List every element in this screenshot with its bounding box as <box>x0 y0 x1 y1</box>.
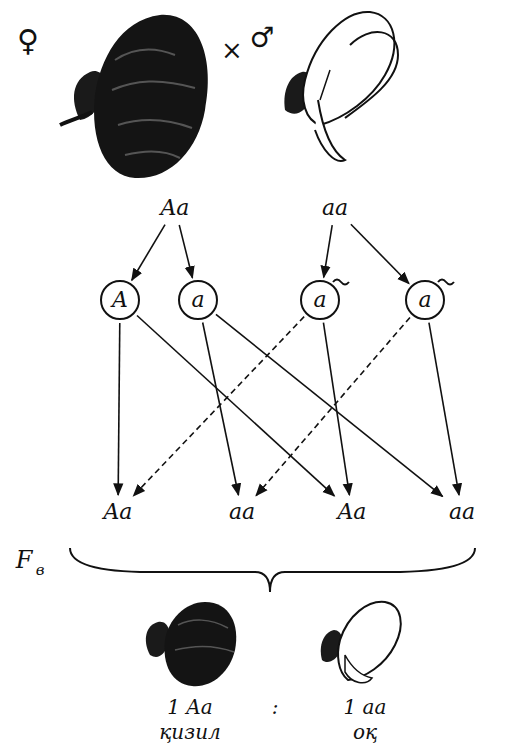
phenotype-label: қизил <box>159 721 221 743</box>
gamete-circle: A <box>100 280 140 320</box>
offspring-genotype: aa <box>225 498 259 526</box>
genotype-text: Aa <box>160 196 189 220</box>
generation-subscript: в <box>36 562 45 579</box>
female-symbol: ♀ <box>17 24 39 57</box>
arrow-connector <box>203 323 239 495</box>
cross-sign: × <box>221 36 243 65</box>
sperm-tilde <box>438 280 454 285</box>
genotype-text: a <box>313 288 326 312</box>
arrow-connector <box>256 317 410 495</box>
generation-label: F <box>16 547 33 573</box>
offspring-genotype: Aa <box>333 498 370 526</box>
arrow-connector <box>118 323 120 495</box>
gamete-circle: a <box>300 280 340 320</box>
genotype-text: aa <box>322 196 348 220</box>
arrow-connector <box>351 224 409 283</box>
genotype-text: a <box>191 288 204 312</box>
gamete-circle: a <box>178 280 218 320</box>
ratio-count: 1 Aa <box>167 696 212 718</box>
gamete-circle: a <box>405 280 445 320</box>
white-flower-offspring <box>321 602 401 683</box>
genotype-text: aa <box>229 500 255 524</box>
sperm-tilde <box>333 280 349 285</box>
arrow-connector <box>179 225 192 278</box>
genotype-text: A <box>112 288 128 312</box>
arrow-connector <box>132 225 165 281</box>
genotype-text: Aa <box>337 500 366 524</box>
brace <box>70 548 475 592</box>
male-symbol: ♂ <box>249 23 274 54</box>
parent-genotype: aa <box>318 194 352 222</box>
arrow-connector <box>137 316 334 496</box>
genotype-text: Aa <box>103 500 132 524</box>
offspring-genotype: aa <box>445 498 479 526</box>
ratio-separator: : <box>272 696 279 718</box>
red-flower-parent <box>60 15 208 178</box>
genotype-text: a <box>418 288 431 312</box>
arrow-connector <box>323 323 349 495</box>
white-flower-parent <box>284 12 398 161</box>
phenotype-label: оқ <box>353 721 377 743</box>
offspring-genotype: Aa <box>99 498 136 526</box>
red-flower-offspring <box>146 602 236 686</box>
arrow-connector <box>324 225 333 277</box>
ratio-count: 1 aa <box>344 696 387 718</box>
genotype-text: aa <box>449 500 475 524</box>
arrow-connector <box>216 314 443 496</box>
arrow-connector <box>429 323 459 495</box>
parent-genotype: Aa <box>156 194 193 222</box>
